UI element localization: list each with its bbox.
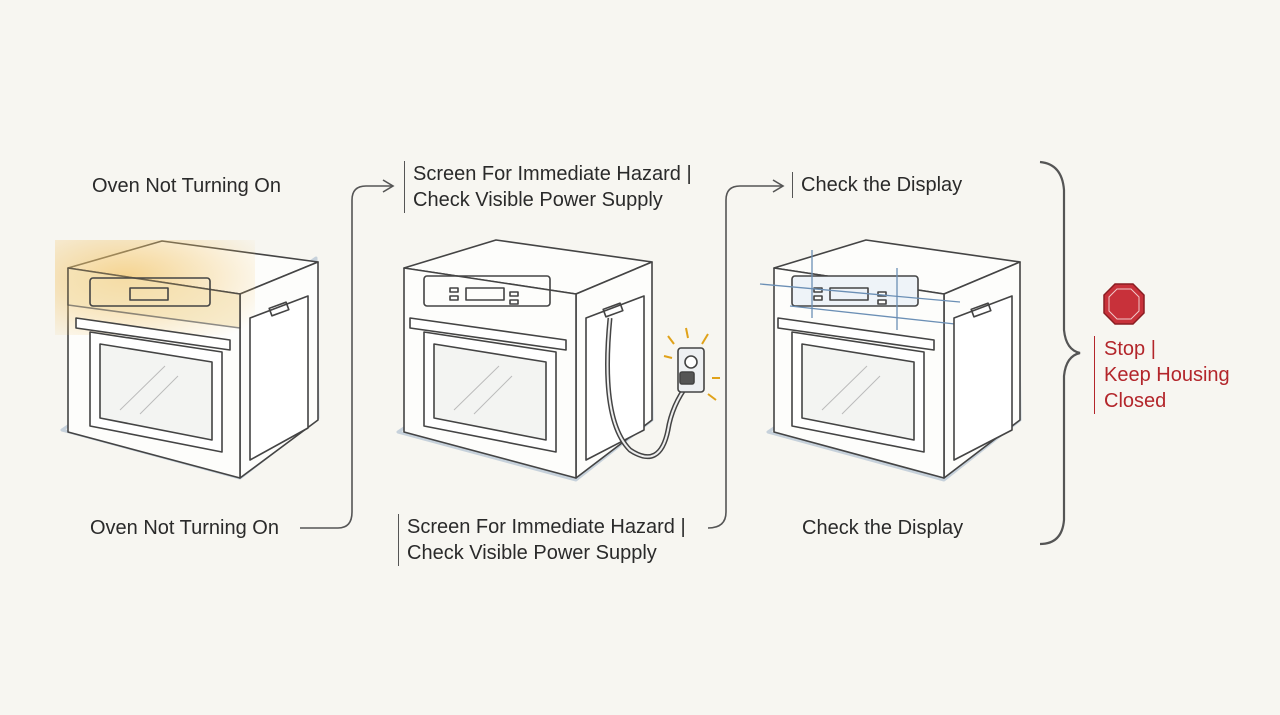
outcome-line-3: Closed: [1104, 390, 1167, 412]
step2-top-label: Screen For Immediate Hazard | Check Visi…: [404, 161, 692, 213]
step1-bottom-label: Oven Not Turning On: [90, 517, 279, 539]
step2-top-line-2: Check Visible Power Supply: [413, 189, 663, 211]
oven-1-illustration: [55, 240, 320, 480]
step3-bottom-label: Check the Display: [802, 517, 964, 539]
step1-top-label: Oven Not Turning On: [92, 175, 281, 197]
step3-top-label: Check the Display: [792, 172, 962, 198]
connector-arrow-1: [300, 179, 395, 529]
oven-3-illustration: [759, 239, 1022, 482]
outcome-text: Stop | Keep Housing Closed: [1094, 336, 1230, 414]
outcome-bracket: [1039, 160, 1081, 546]
step2-bottom-line-1: Screen For Immediate Hazard |: [407, 516, 686, 538]
connector-arrow-2: [707, 179, 785, 529]
outcome-line-2: Keep Housing: [1104, 364, 1230, 386]
step2-bottom-line-2: Check Visible Power Supply: [407, 542, 657, 564]
step2-top-line-1: Screen For Immediate Hazard |: [413, 163, 692, 185]
oven-2-illustration: [396, 239, 720, 482]
step2-bottom-label: Screen For Immediate Hazard | Check Visi…: [398, 514, 686, 566]
outcome-line-1: Stop |: [1104, 338, 1156, 360]
stop-sign-icon: [1103, 283, 1145, 325]
